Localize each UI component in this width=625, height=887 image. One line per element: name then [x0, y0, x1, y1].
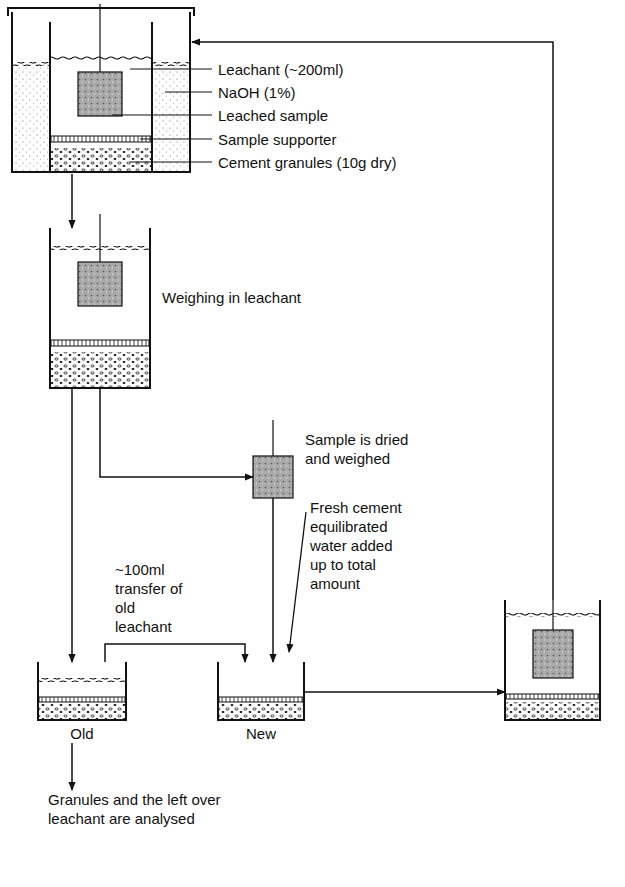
weighing-beaker: Weighing in leachant [50, 228, 150, 388]
leaching-vessel: Leachant (~200ml)NaOH (1%)Leached sample… [12, 8, 192, 174]
beaker-label: New [218, 724, 304, 743]
flow-arrow [71, 174, 73, 228]
leader-line [289, 512, 306, 652]
step-caption: Sample is dried and weighed [305, 430, 430, 468]
callout-label: Cement granules (10g dry) [218, 153, 396, 172]
new-beaker [218, 662, 304, 720]
flow-arrow [71, 388, 73, 662]
flow-arrow [100, 388, 253, 477]
step-caption: Weighing in leachant [162, 288, 301, 307]
dried-sample: Sample is dried and weighed [253, 456, 293, 498]
reassembled-beaker [505, 600, 600, 720]
callout-label: NaOH (1%) [218, 83, 296, 102]
callout-label: Leachant (~200ml) [218, 60, 344, 79]
dried-sample [253, 420, 293, 498]
flow-arrow [272, 498, 274, 662]
flow-arrow [71, 743, 73, 790]
note-text: Fresh cement equilibrated water added up… [310, 498, 408, 593]
flow-arrow [192, 42, 553, 600]
old-beaker: Old [38, 662, 126, 743]
callout-label: Leached sample [218, 106, 328, 125]
flow-arrow [105, 644, 245, 662]
weighing-beaker [50, 214, 150, 388]
step-caption: Granules and the left over leachant are … [48, 790, 263, 828]
reassembled-beaker [505, 600, 600, 720]
analysis-note: Granules and the left over leachant are … [48, 790, 263, 828]
edge-label: ~100ml transfer of old leachant [115, 560, 187, 636]
new-beaker: New [218, 662, 304, 743]
beaker-label: Old [38, 724, 126, 743]
callout-label: Sample supporter [218, 130, 336, 149]
leaching-vessel [8, 4, 212, 172]
old-beaker [38, 662, 126, 720]
flow-arrow [304, 691, 505, 693]
